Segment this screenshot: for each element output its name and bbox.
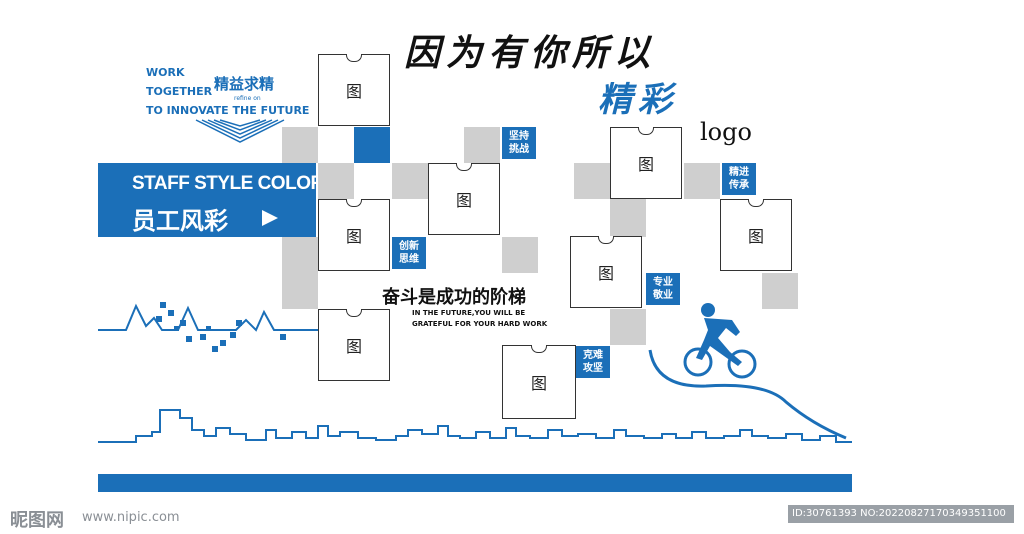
gray-square: [502, 237, 538, 273]
staff-banner: STAFF STYLE COLOR 员工风彩: [98, 163, 324, 237]
blue-square: [354, 127, 390, 163]
logo-text: logo: [700, 118, 752, 146]
photo-frame: 图: [318, 309, 390, 381]
tag-persist: 坚持挑战: [502, 127, 536, 159]
city-skyline: [98, 409, 852, 443]
watermark-url: www.nipic.com: [82, 510, 180, 525]
gray-square: [282, 273, 318, 309]
gray-square: [282, 127, 318, 163]
chevron-stripes-icon: [195, 119, 285, 143]
headline-subtitle: 精彩: [598, 80, 678, 120]
motto-en-line2: GRATEFUL FOR YOUR HARD WORK: [412, 320, 548, 328]
banner-en: STAFF STYLE COLOR: [132, 173, 324, 194]
motto-cn: 奋斗是成功的阶梯: [382, 287, 526, 308]
tag-inherit: 精进传承: [722, 163, 756, 195]
photo-frame: 图: [610, 127, 682, 199]
headline-title: 因为有你所以: [404, 32, 657, 74]
tag-tackle: 克难攻坚: [576, 346, 610, 378]
gray-square: [282, 237, 318, 273]
photo-frame: 图: [318, 199, 390, 271]
slogan-refine: refine on: [234, 95, 261, 102]
gray-square: [464, 127, 500, 163]
tag-innovate: 创新思维: [392, 237, 426, 269]
slogan-line3: TO INNOVATE THE FUTURE: [146, 104, 310, 117]
banner-cn: 员工风彩: [132, 207, 228, 235]
photo-frame: 图: [428, 163, 500, 235]
photo-frame: 图: [720, 199, 792, 271]
heartbeat-line: [98, 302, 318, 352]
photo-frame: 图: [570, 236, 642, 308]
gray-square: [684, 163, 720, 199]
slogan-cn: 精益求精: [214, 75, 275, 93]
gray-square: [762, 273, 798, 309]
watermark-id: ID:30761393 NO:20220827170349351100: [788, 505, 1014, 523]
tag-dedicated: 专业敬业: [646, 273, 680, 305]
gray-square: [318, 163, 354, 199]
play-arrow-icon: [262, 210, 278, 226]
cyclist-icon: [648, 303, 847, 440]
gray-square: [610, 309, 646, 345]
slogan-block: WORK TOGETHER TO INNOVATE THE FUTURE 精益求…: [146, 66, 310, 146]
gray-square: [610, 199, 646, 237]
photo-frame: 图: [318, 54, 390, 126]
gray-square: [574, 163, 610, 199]
slogan-line2: TOGETHER: [146, 85, 213, 98]
watermark-logo: 昵图网: [10, 510, 64, 531]
ground-bar: [98, 474, 852, 492]
motto-en-line1: IN THE FUTURE,YOU WILL BE: [412, 309, 526, 317]
gray-square: [392, 163, 428, 199]
slogan-line1: WORK: [146, 66, 185, 79]
photo-frame: 图: [502, 345, 576, 419]
